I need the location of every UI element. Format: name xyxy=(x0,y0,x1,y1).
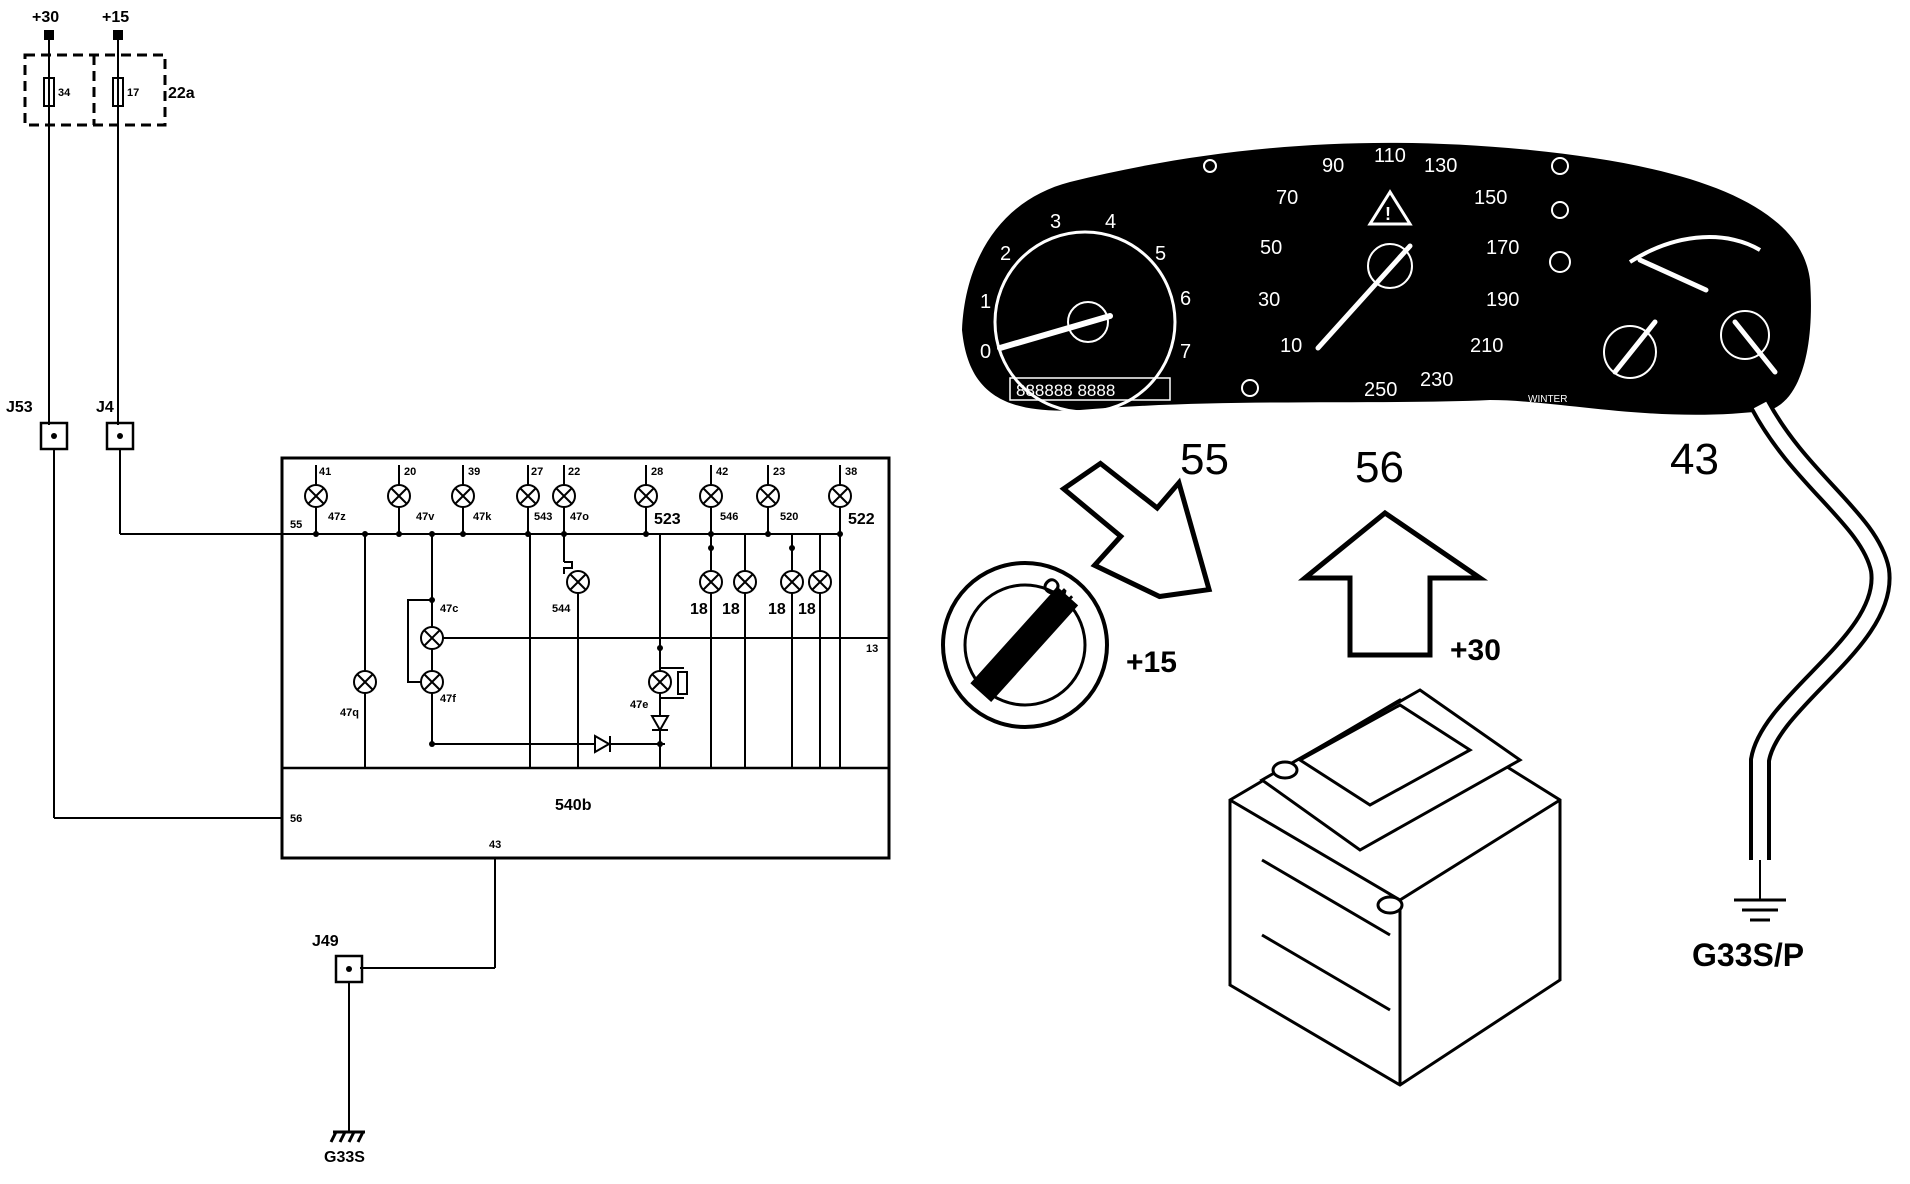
warning-triangle-icon xyxy=(1367,189,1413,226)
pin-41: 41 xyxy=(319,466,331,478)
bulb-47e-label: 47e xyxy=(630,699,648,711)
speed-30: 30 xyxy=(1258,289,1280,311)
light-icon xyxy=(1203,159,1217,173)
winter-label: WINTER xyxy=(1528,394,1567,405)
speed-50: 50 xyxy=(1260,237,1282,259)
bulb-18-c: 18 xyxy=(768,601,786,618)
speed-250: 250 xyxy=(1364,379,1397,401)
fuel-needle xyxy=(1732,319,1778,375)
bulb-47z: 47z xyxy=(328,511,346,523)
j49-label: J49 xyxy=(312,933,339,950)
callout-43: 43 xyxy=(1670,435,1719,484)
bulb-543: 543 xyxy=(534,511,552,523)
diode-2 xyxy=(650,715,670,733)
pin-22: 22 xyxy=(568,466,580,478)
terminal-30 xyxy=(44,30,54,40)
label-plus30-battery: +30 xyxy=(1450,634,1501,667)
bulb-544-label: 544 xyxy=(552,603,571,615)
instrument-cluster: 0 1 2 3 4 5 6 7 888888 8888 ! 10 30 50 7… xyxy=(962,142,1811,415)
speed-230: 230 xyxy=(1420,369,1453,391)
pin-13: 13 xyxy=(866,643,878,655)
temp-needle xyxy=(1637,257,1709,293)
bulb-47q-label: 47q xyxy=(340,707,359,719)
bulb-18-b: 18 xyxy=(722,601,740,618)
callout-55: 55 xyxy=(1180,435,1229,484)
svg-text:!: ! xyxy=(1385,204,1391,224)
brake-icon xyxy=(1551,157,1569,175)
unit-name: 540b xyxy=(555,797,592,814)
fuse-a-label: 34 xyxy=(58,87,71,99)
tach-4: 4 xyxy=(1105,211,1116,233)
pin-55: 55 xyxy=(290,519,302,531)
tach-7: 7 xyxy=(1180,341,1191,363)
ignition-key-icon xyxy=(970,586,1079,703)
fuse-box-label: 22a xyxy=(168,85,195,102)
pin-39: 39 xyxy=(468,466,480,478)
speed-210: 210 xyxy=(1470,335,1503,357)
speed-190: 190 xyxy=(1486,289,1519,311)
battery-terminal-pos xyxy=(1271,760,1299,780)
diode-1 xyxy=(594,734,612,754)
bulb-47f-label: 47f xyxy=(440,693,456,705)
speed-70: 70 xyxy=(1276,187,1298,209)
pin-43: 43 xyxy=(489,839,501,851)
pin-56: 56 xyxy=(290,813,302,825)
abs-icon xyxy=(1549,251,1571,273)
pin-27: 27 xyxy=(531,466,543,478)
bulb-523: 523 xyxy=(654,511,681,528)
tach-needle xyxy=(997,313,1113,351)
pin-23: 23 xyxy=(773,466,785,478)
callout-56: 56 xyxy=(1355,443,1404,492)
speed-110: 110 xyxy=(1374,145,1406,167)
parking-icon xyxy=(1551,201,1569,219)
cruise-icon xyxy=(1241,379,1259,397)
speed-130: 130 xyxy=(1424,155,1457,177)
bulb-18-d: 18 xyxy=(798,601,816,618)
top-bulbs xyxy=(304,465,852,534)
battery-terminal-neg xyxy=(1376,895,1404,915)
bulb-47o: 47o xyxy=(570,511,589,523)
bulb-47k: 47k xyxy=(473,511,492,523)
j4-label: J4 xyxy=(96,399,114,416)
label-plus30: +30 xyxy=(32,9,59,26)
pin-20: 20 xyxy=(404,466,416,478)
ground-symbol-right xyxy=(1734,898,1786,922)
j53-label: J53 xyxy=(6,399,33,416)
tach-0: 0 xyxy=(980,341,991,363)
ground-left-label: G33S xyxy=(324,1149,365,1166)
battery xyxy=(1228,688,1562,1087)
bulb-47v: 47v xyxy=(416,511,435,523)
speed-90: 90 xyxy=(1322,155,1344,177)
tach-3: 3 xyxy=(1050,211,1061,233)
arrow-56 xyxy=(1297,509,1489,658)
label-plus15-key: +15 xyxy=(1126,646,1177,679)
ground-symbol-left xyxy=(329,1130,365,1143)
speed-needle xyxy=(1315,243,1413,351)
speed-150: 150 xyxy=(1474,187,1507,209)
tach-2: 2 xyxy=(1000,243,1011,265)
tach-5: 5 xyxy=(1155,243,1166,265)
bulb-47c-label: 47c xyxy=(440,603,458,615)
tach-1: 1 xyxy=(980,291,991,313)
unit-540b xyxy=(280,456,891,860)
fuse-b-label: 17 xyxy=(127,87,139,99)
label-plus15: +15 xyxy=(102,9,129,26)
speed-170: 170 xyxy=(1486,237,1519,259)
speed-10: 10 xyxy=(1280,335,1302,357)
odometer: 888888 8888 xyxy=(1016,381,1115,400)
ground-right-label: G33S/P xyxy=(1692,937,1804,973)
bulb-522: 522 xyxy=(848,511,875,528)
pin-28: 28 xyxy=(651,466,663,478)
pin-42: 42 xyxy=(716,466,728,478)
pin-38: 38 xyxy=(845,466,857,478)
tach-6: 6 xyxy=(1180,288,1191,310)
bulb-520: 520 xyxy=(780,511,798,523)
terminal-15 xyxy=(113,30,123,40)
bulb-18-a: 18 xyxy=(690,601,708,618)
arrow-55 xyxy=(1059,460,1213,600)
bulb-546: 546 xyxy=(720,511,738,523)
